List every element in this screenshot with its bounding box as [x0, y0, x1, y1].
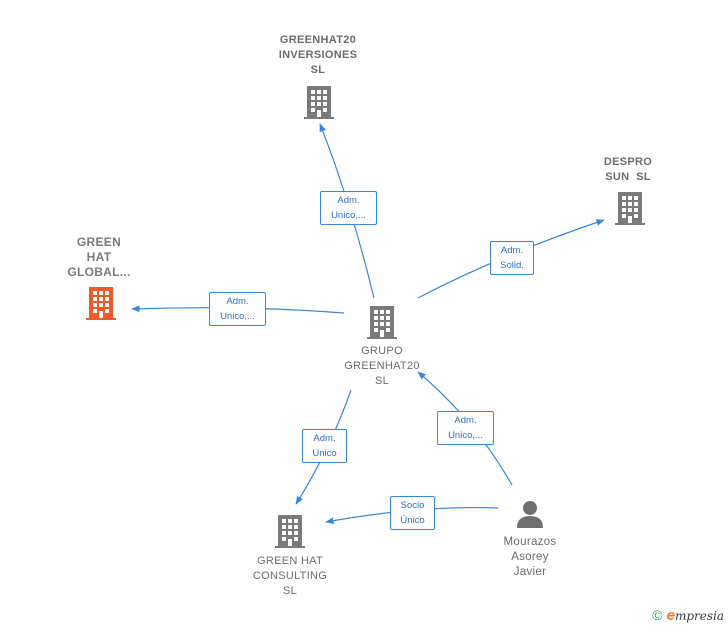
brand-logo-initial: e — [666, 607, 675, 624]
edge-label-grupo-inversiones[interactable]: Adm. Unico,... — [320, 191, 377, 225]
edge-label-grupo-global[interactable]: Adm. Unico,... — [209, 292, 266, 326]
edge-label-person-grupo[interactable]: Adm. Unico,... — [437, 411, 494, 445]
building-icon[interactable] — [366, 304, 398, 340]
brand-logo-text: mpresia — [674, 609, 724, 623]
node-label-grupo-greenhat20[interactable]: GRUPO GREENHAT20 SL — [344, 345, 420, 387]
node-label-greenhat20-inversiones[interactable]: GREENHAT20 INVERSIONES SL — [278, 34, 358, 76]
node-label-green-hat-consulting[interactable]: GREEN HAT CONSULTING SL — [252, 555, 328, 597]
edge-label-person-consulting[interactable]: Socio Único — [390, 496, 435, 530]
building-icon[interactable] — [614, 190, 646, 226]
copyright-symbol: © — [652, 607, 663, 623]
node-label-green-hat-global[interactable]: GREEN HAT GLOBAL... — [67, 235, 131, 279]
edge-label-grupo-despro[interactable]: Adm. Solid. — [490, 241, 534, 275]
building-icon[interactable] — [274, 513, 306, 549]
edge-label-grupo-consulting[interactable]: Adm. Unico — [302, 429, 347, 463]
building-icon[interactable] — [85, 285, 117, 321]
node-label-despro-sun[interactable]: DESPRO SUN SL — [603, 156, 653, 183]
building-icon[interactable] — [303, 84, 335, 120]
person-icon[interactable] — [514, 498, 546, 530]
empresia-footer[interactable]: ©empresia — [652, 607, 724, 624]
node-label-mourazos-asorey-javier[interactable]: Mourazos Asorey Javier — [503, 536, 557, 578]
